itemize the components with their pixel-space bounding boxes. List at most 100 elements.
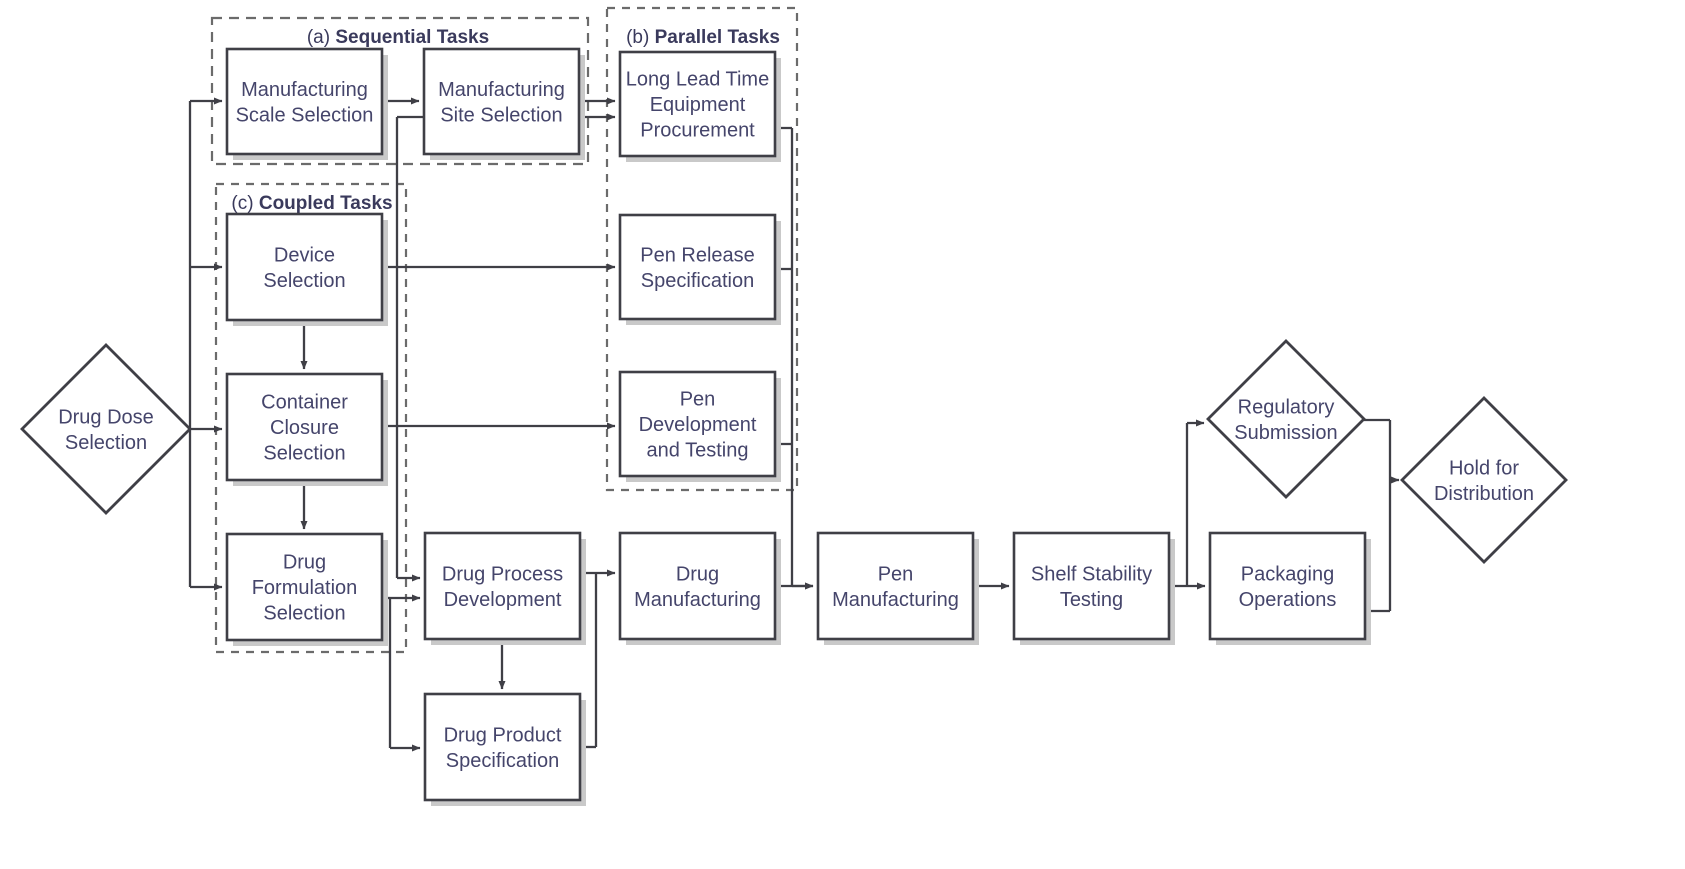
node-diamond[interactable] [20,343,192,515]
node-label-line: Drug Dose [58,406,154,428]
node-label-line: Pen Release [640,244,755,266]
node-label-line: Development [444,589,562,611]
group-label-coupled: Coupled Tasks [259,193,393,214]
node-box[interactable] [1012,531,1171,641]
node-label-line: Submission [1234,422,1337,444]
group-label-prefix-coupled: (c) [231,193,253,214]
group-label-prefix-parallel: (b) [626,27,649,48]
node-label-line: Drug Process [442,563,563,585]
node-label-line: Regulatory [1238,396,1335,418]
node-box[interactable] [618,213,777,321]
node-label-line: Development [639,414,757,436]
svg-text:(c) Coupled Task: (c) Coupled Tasks [231,193,392,214]
node-label-line: Site Selection [440,104,562,126]
node-box[interactable] [422,47,581,156]
group-frame-parallel [605,6,799,492]
group-labels: (a) Sequential Tasks (b) Parallel Tasks … [222,12,792,215]
svg-text:(a) Sequential T: (a) Sequential Tasks [307,27,489,48]
node-label-line: Selection [263,443,345,465]
node-label-line: Closure [270,417,339,439]
node-label-line: Packaging [1241,563,1334,585]
svg-text:(b) Parallel Tas: (b) Parallel Tasks [626,27,780,48]
node-box[interactable] [423,692,582,802]
node-box[interactable] [618,370,777,478]
group-label-sequential: Sequential Tasks [335,27,489,48]
node-box[interactable] [225,532,384,642]
node-label-line: Specification [641,270,754,292]
node-diamond[interactable] [1400,396,1568,564]
node-label-line: Operations [1239,589,1337,611]
node-box[interactable] [816,531,975,641]
node-box[interactable] [225,372,384,482]
node-box[interactable] [225,47,384,156]
node-box[interactable] [618,531,777,641]
node-box[interactable] [225,212,384,322]
node-diamond[interactable] [1206,339,1366,499]
group-label-prefix-sequential: (a) [307,27,330,48]
node-label-line: Manufacturing [634,589,761,611]
node-box[interactable] [618,50,777,158]
node-label-line: Drug Product [444,724,562,746]
node-label-line: Shelf Stability [1031,563,1152,585]
node-label-line: Pen [878,563,914,585]
node-label-line: Drug [676,563,719,585]
group-label-parallel: Parallel Tasks [655,27,780,48]
node-label-line: Specification [446,750,559,772]
node-label-line: Manufacturing [241,79,368,101]
node-label-line: Selection [263,603,345,625]
node-label-line: Distribution [1434,483,1534,505]
node-box[interactable] [423,531,582,641]
group-frame-sequential [210,16,590,166]
node-label-line: Selection [263,270,345,292]
node-box[interactable] [1208,531,1367,641]
node-label-line: Manufacturing [832,589,959,611]
node-label-line: Drug [283,552,326,574]
node-label-line: Formulation [252,577,358,599]
node-label-line: Testing [1060,589,1123,611]
node-label-line: and Testing [647,440,749,462]
group-frames [210,6,799,654]
node-label-line: Container [261,392,348,414]
node-label-line: Procurement [640,120,755,142]
node-label-line: Equipment [650,94,746,116]
node-label-line: Device [274,244,335,266]
node-label-line: Selection [65,432,147,454]
node-label-line: Scale Selection [236,104,374,126]
